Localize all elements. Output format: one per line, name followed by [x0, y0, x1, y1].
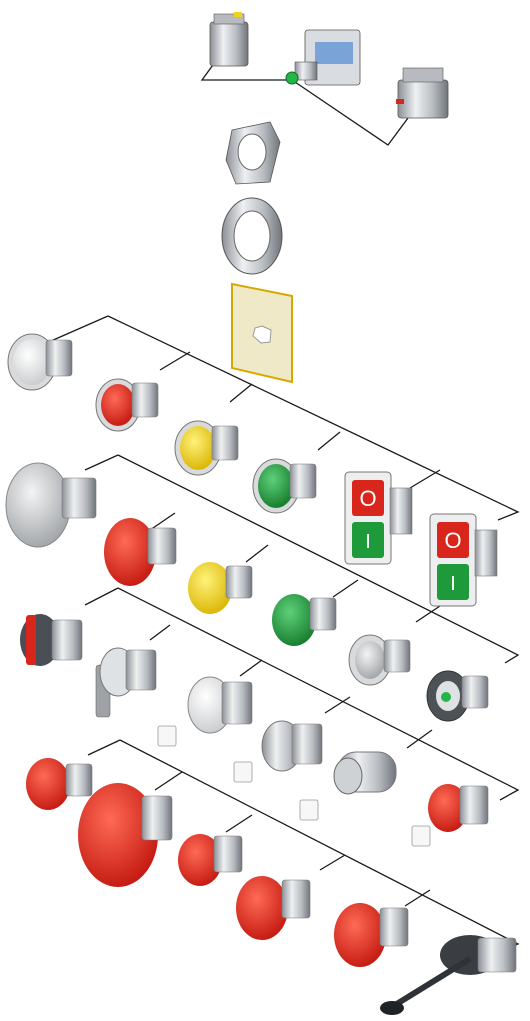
button-yellow: [175, 421, 238, 475]
emergency-red-large: [78, 783, 172, 887]
key-switch-red: [412, 784, 488, 846]
pilot-light-grey: [349, 635, 410, 685]
mushroom-yellow: [188, 562, 252, 614]
contact-block-red: [396, 68, 448, 118]
button-green: [253, 459, 316, 513]
button-white: [8, 334, 72, 390]
mounting-adapter: [226, 122, 280, 184]
double-button-1: O I: [345, 472, 412, 564]
mushroom-green: [272, 594, 336, 646]
button-red: [96, 379, 158, 431]
contact-block-green-led: [286, 30, 360, 85]
key-selector-silver: [234, 721, 322, 782]
contact-block-grey: [210, 12, 248, 66]
legend-plate: [232, 284, 292, 382]
selector-red: [20, 614, 82, 666]
mushroom-grey: [6, 463, 96, 547]
emergency-red-twist: [236, 876, 310, 940]
emergency-red-medium: [178, 834, 242, 886]
joystick: [380, 935, 516, 1015]
key-selector-white: [158, 677, 252, 746]
pilot-light-green: [427, 671, 488, 721]
double-button-2-legend-top: O: [444, 528, 461, 553]
double-button-2-legend-bottom: I: [450, 573, 456, 595]
mushroom-red: [104, 518, 176, 586]
selector-grey: [96, 648, 156, 717]
emergency-red-small: [26, 758, 92, 810]
double-button-2: O I: [430, 514, 497, 606]
emergency-red-shrouded: [334, 903, 408, 967]
double-button-legend-top: O: [359, 486, 376, 511]
fixing-ring: [222, 198, 282, 274]
double-button-legend-bottom: I: [365, 531, 371, 553]
